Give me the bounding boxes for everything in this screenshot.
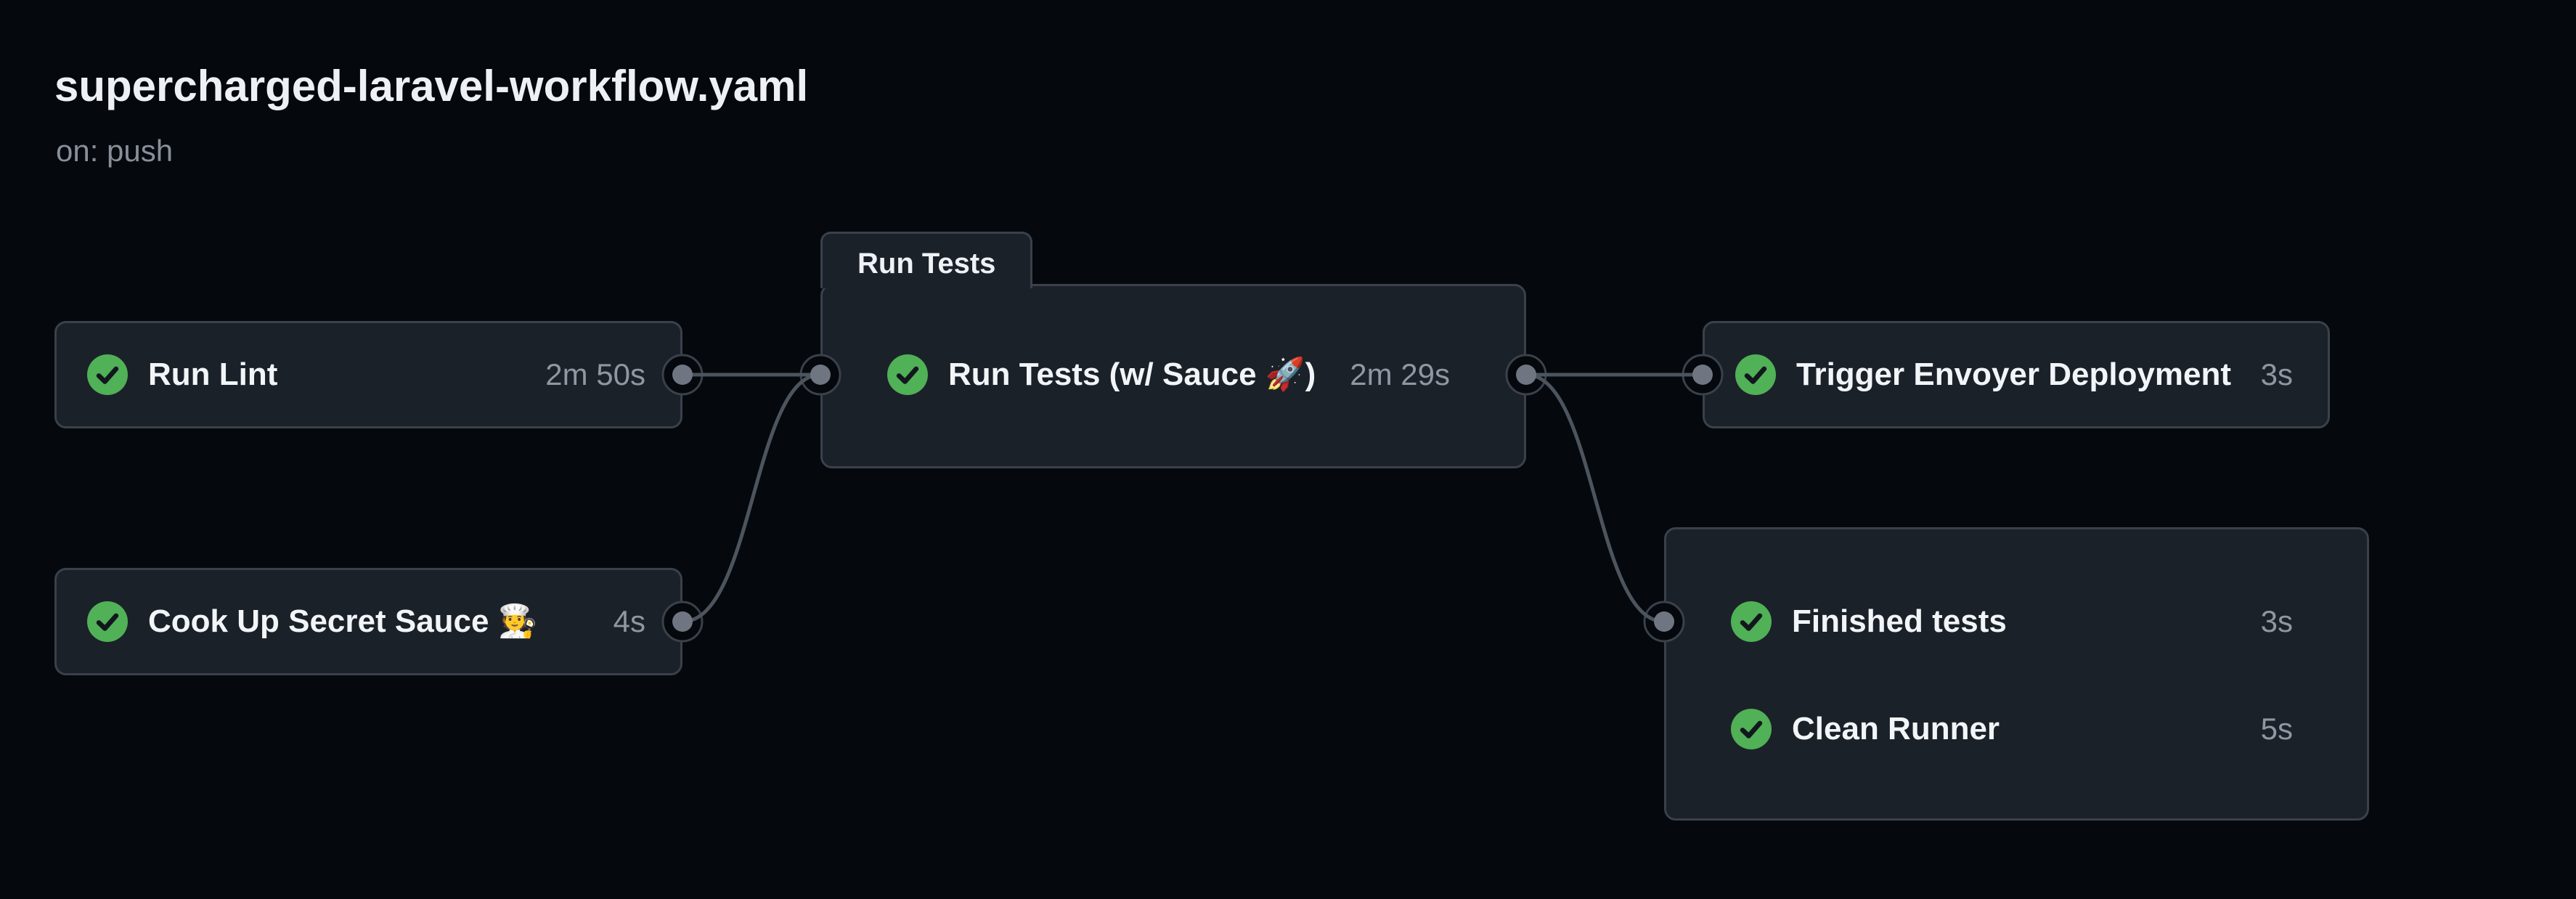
job-label: Run Tests (w/ Sauce 🚀): [948, 357, 1316, 392]
job-row-finished-tests[interactable]: Finished tests 3s: [1666, 568, 2367, 675]
success-check-icon: [1731, 601, 1772, 642]
success-check-icon: [887, 354, 928, 395]
group-card-finished-tests: Finished tests 3s Clean Runner 5s: [1664, 527, 2369, 821]
job-duration: 4s: [613, 604, 645, 638]
group-card-run-tests: Run Tests (w/ Sauce 🚀) 2m 29s: [820, 284, 1526, 468]
job-duration: 2m 29s: [1350, 357, 1450, 391]
success-check-icon: [1735, 354, 1776, 395]
job-duration: 3s: [2260, 357, 2293, 391]
edge-cook-to-run-tests: [682, 373, 821, 624]
job-label: Run Lint: [148, 357, 278, 392]
job-duration: 5s: [2260, 712, 2293, 746]
success-check-icon: [87, 354, 128, 395]
job-label: Finished tests: [1792, 603, 2007, 639]
job-card-run-lint[interactable]: Run Lint 2m 50s: [54, 321, 682, 428]
job-label: Trigger Envoyer Deployment: [1796, 357, 2232, 392]
workflow-trigger: on: push: [56, 134, 174, 168]
job-card-trigger-envoyer-deployment[interactable]: Trigger Envoyer Deployment 3s: [1703, 321, 2330, 428]
success-check-icon: [87, 601, 128, 642]
job-row-clean-runner[interactable]: Clean Runner 5s: [1666, 675, 2367, 783]
job-label: Cook Up Secret Sauce 🧑‍🍳: [148, 603, 538, 639]
job-duration: 3s: [2260, 604, 2293, 638]
workflow-title: supercharged-laravel-workflow.yaml: [54, 62, 809, 110]
job-label: Clean Runner: [1792, 711, 2000, 747]
success-check-icon: [1731, 709, 1772, 749]
job-row-run-tests-w-sauce[interactable]: Run Tests (w/ Sauce 🚀) 2m 29s: [823, 321, 1524, 428]
job-card-cook-up-secret-sauce[interactable]: Cook Up Secret Sauce 🧑‍🍳 4s: [54, 568, 682, 675]
group-tab-label: Run Tests: [857, 248, 996, 280]
group-tab-run-tests: Run Tests: [820, 232, 1032, 288]
job-duration: 2m 50s: [545, 357, 645, 391]
edge-run-tests-to-finished-tests: [1525, 373, 1665, 624]
